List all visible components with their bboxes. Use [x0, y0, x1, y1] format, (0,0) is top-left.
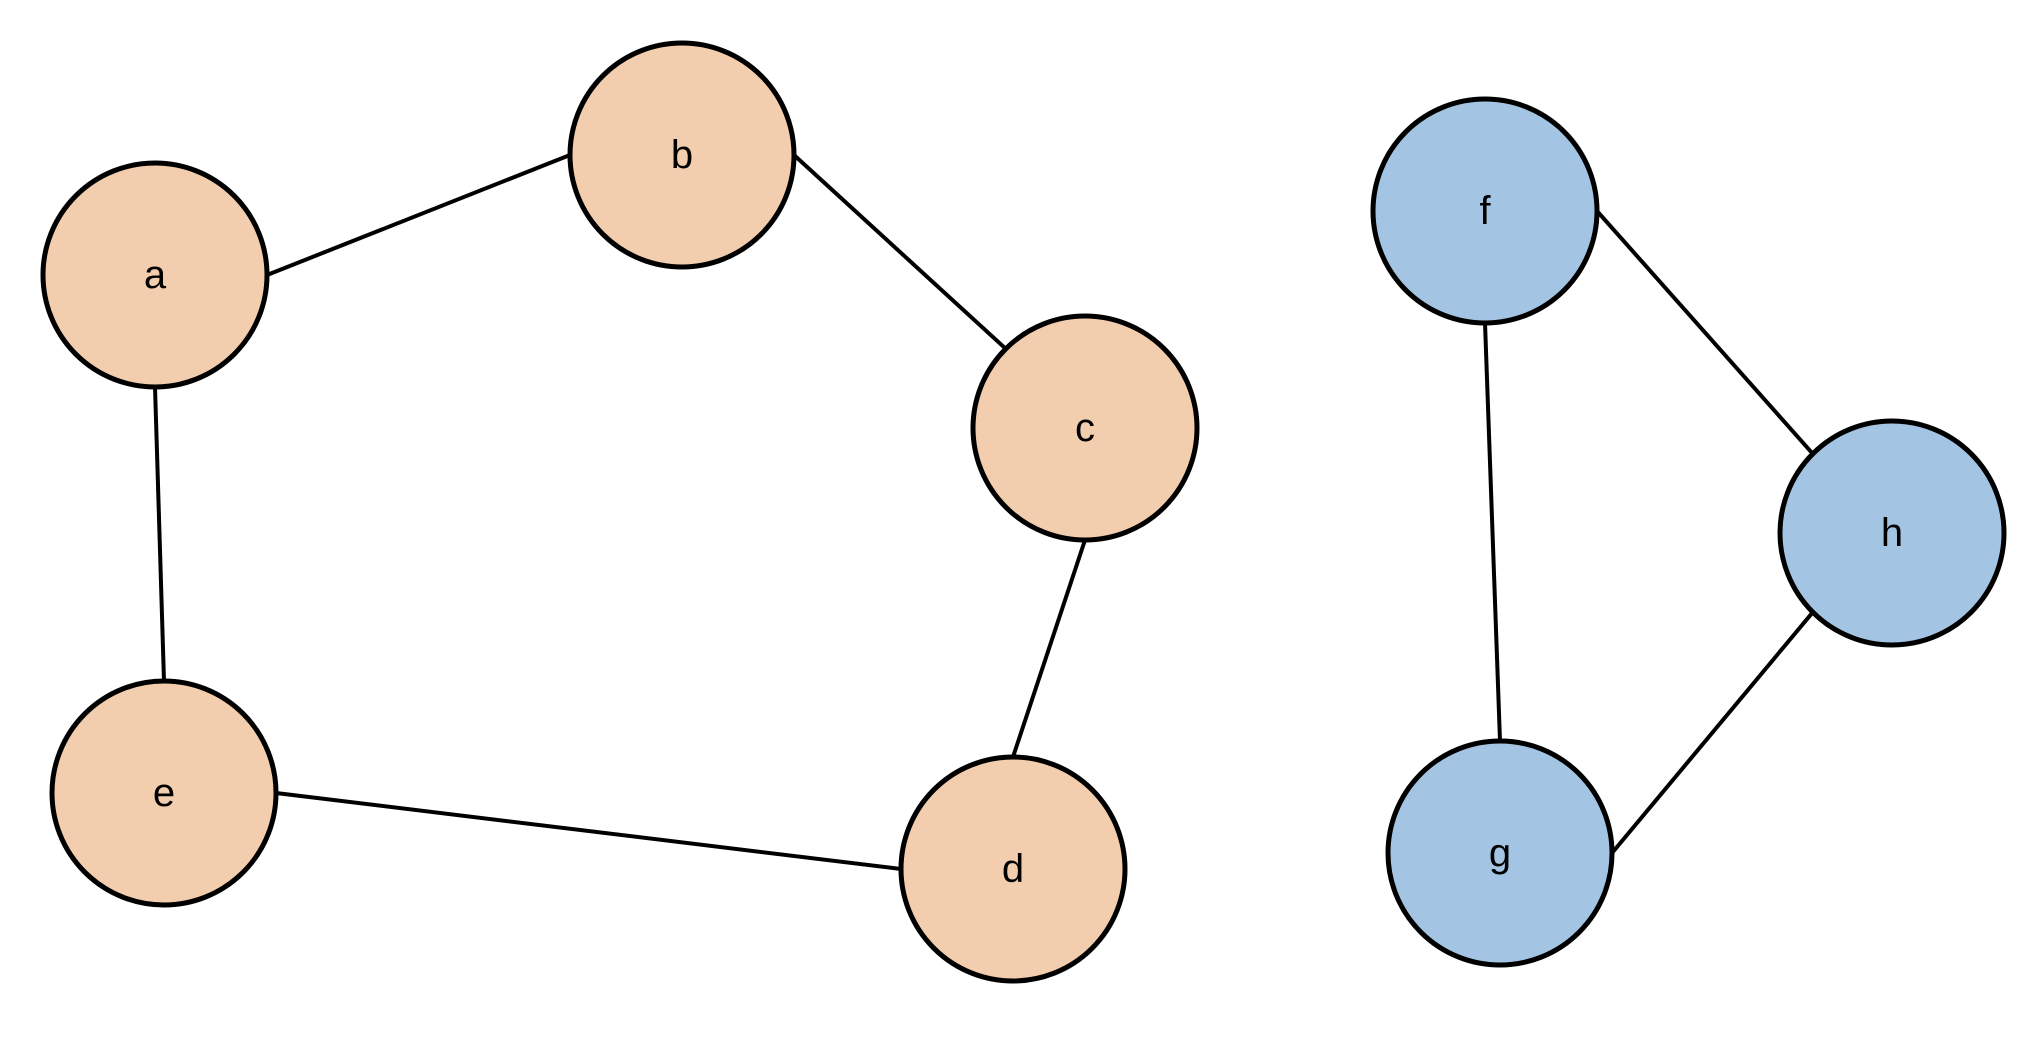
node-circle-g	[1385, 738, 1615, 968]
node-circle-a	[40, 160, 270, 390]
node-circle-b	[567, 40, 797, 270]
node-h: h	[1777, 418, 2007, 648]
node-a: a	[40, 160, 270, 390]
node-label-e: e	[153, 771, 175, 815]
node-label-b: b	[671, 133, 693, 177]
edge-f-g	[1483, 321, 1502, 743]
node-circle-f	[1370, 96, 1600, 326]
node-circle-h	[1777, 418, 2007, 648]
node-label-c: c	[1075, 406, 1095, 450]
node-label-f: f	[1479, 189, 1491, 233]
node-label-d: d	[1002, 847, 1024, 891]
node-d: d	[898, 754, 1128, 984]
edge-g-h	[1610, 610, 1815, 855]
node-circle-c	[970, 313, 1200, 543]
node-circle-e	[49, 678, 279, 908]
node-label-a: a	[144, 253, 167, 297]
node-label-g: g	[1489, 831, 1511, 875]
node-e: e	[49, 678, 279, 908]
edge-c-d	[1011, 538, 1087, 759]
edge-b-c	[792, 153, 1008, 351]
node-g: g	[1385, 738, 1615, 968]
node-f: f	[1370, 96, 1600, 326]
node-c: c	[970, 313, 1200, 543]
node-label-h: h	[1881, 511, 1903, 555]
edge-e-d	[274, 791, 903, 871]
edge-a-e	[153, 385, 166, 683]
node-b: b	[567, 40, 797, 270]
node-circle-d	[898, 754, 1128, 984]
edge-f-h	[1595, 209, 1815, 456]
edge-a-b	[265, 153, 572, 277]
